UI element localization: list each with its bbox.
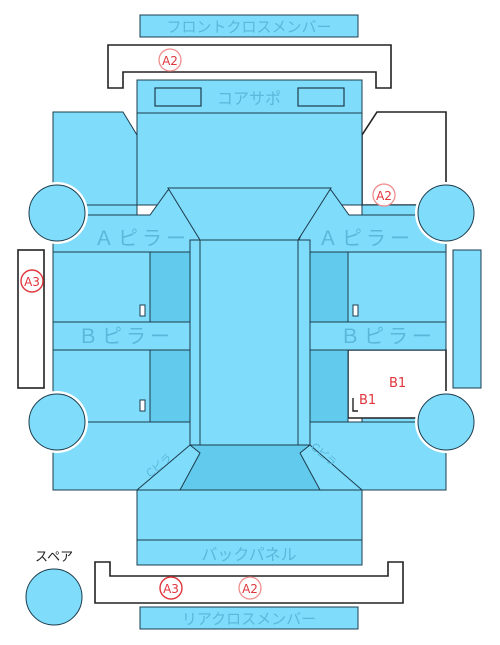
mark-front-cross-a2[interactable]: A2 <box>158 48 182 72</box>
front-handle-left <box>139 304 146 317</box>
rear-door-right-glass <box>309 349 349 423</box>
side-sill-right[interactable] <box>452 249 482 389</box>
b-pillar-right[interactable] <box>309 321 447 351</box>
b-pillar-left[interactable] <box>52 321 191 351</box>
rear-handle-left <box>139 399 146 412</box>
c-pillar-right[interactable] <box>299 444 364 491</box>
headlight-right <box>297 87 345 107</box>
svg-text:A3: A3 <box>24 275 40 289</box>
back-panel-label: バックパネル <box>201 545 296 564</box>
spare-tire[interactable] <box>25 568 83 626</box>
roof-rail-left <box>189 239 201 446</box>
rear-cross-member[interactable] <box>139 606 359 630</box>
rear-door-left-glass <box>149 349 191 423</box>
front-door-right-glass <box>309 251 349 323</box>
front-cross-member-label: フロントクロスメンバー <box>166 18 331 36</box>
roof[interactable] <box>199 239 299 446</box>
wheel-rear-right[interactable] <box>415 391 477 453</box>
mark-rear-cross-a3[interactable]: A3 <box>159 576 183 600</box>
spare-label: スペア <box>35 550 73 565</box>
mark-b1-bottom[interactable]: B1 <box>359 393 376 408</box>
wheel-front-right[interactable] <box>415 182 477 244</box>
core-support[interactable] <box>136 79 363 114</box>
core-support-label: コアサポ <box>217 89 281 108</box>
wheel-front-left[interactable] <box>26 182 88 244</box>
c-pillar-left[interactable] <box>135 444 201 491</box>
mark-rear-cross-a2[interactable]: A2 <box>238 576 262 600</box>
mark-b1-top[interactable]: B1 <box>389 376 406 391</box>
svg-text:A3: A3 <box>163 582 179 596</box>
headlight-left <box>154 87 202 107</box>
a-pillar-right-label: Ａピラー <box>318 226 414 250</box>
svg-text:A2: A2 <box>162 54 178 68</box>
roof-rail-right <box>297 239 311 446</box>
svg-text:A2: A2 <box>376 189 392 203</box>
wheel-rear-left[interactable] <box>26 391 88 453</box>
mark-right-front-a2[interactable]: A2 <box>372 183 396 207</box>
front-cross-member[interactable] <box>139 14 359 38</box>
front-handle-right <box>352 304 359 317</box>
back-panel[interactable] <box>136 539 363 566</box>
rear-cross-member-label: リアクロスメンバー <box>182 610 316 628</box>
svg-text:A2: A2 <box>242 582 258 596</box>
mark-left-side-a3[interactable]: A3 <box>20 269 44 293</box>
a-pillar-left-label: Ａピラー <box>94 226 190 250</box>
front-door-left-glass <box>149 251 191 323</box>
b-pillar-left-label: Ｂピラー <box>78 324 174 348</box>
rear-handle-right <box>352 398 358 412</box>
b-pillar-right-label: Ｂピラー <box>340 324 436 348</box>
